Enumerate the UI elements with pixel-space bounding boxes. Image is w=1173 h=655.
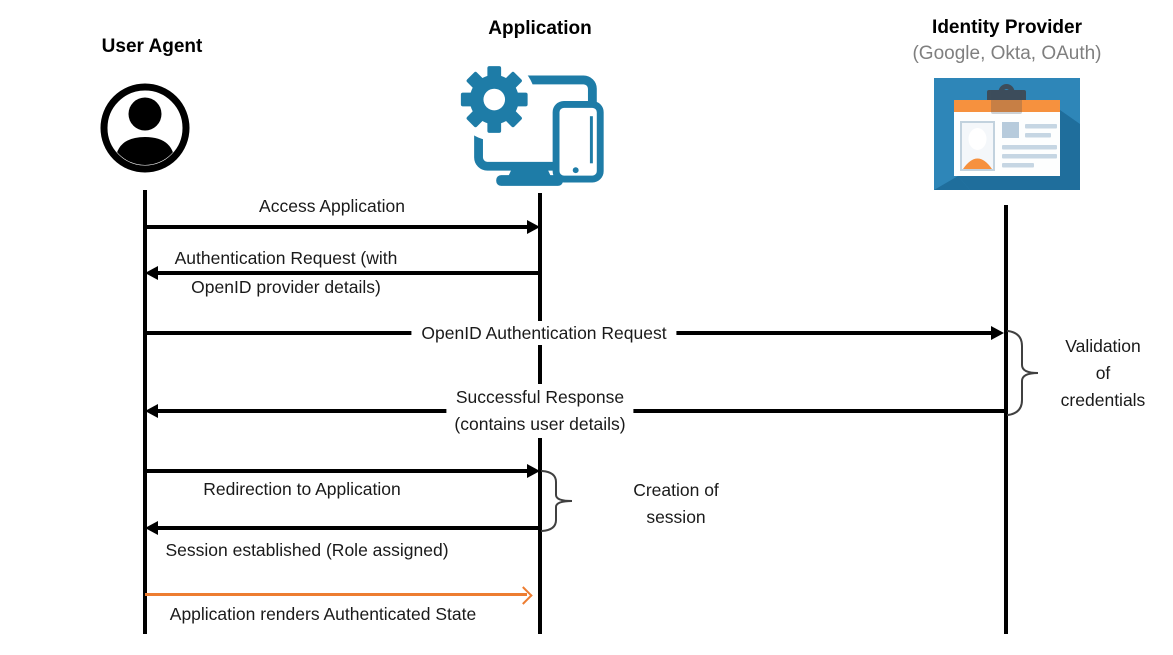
annotation-creation-of-session: Creation of session [633,477,719,531]
arrowhead-left-icon [145,404,158,418]
message-line-application-renders [145,593,527,596]
brace-creation-icon [541,470,573,532]
message-label-application-renders: Application renders Authenticated State [169,604,477,624]
annotation-validation-of-credentials: Validation of credentials [1061,333,1146,414]
message-label-successful-response-line2: (contains user details) [454,414,626,434]
message-label-openid-authentication-request: OpenID Authentication Request [411,321,677,345]
identity-provider-icon [934,78,1080,190]
message-line-authentication-request [158,271,540,275]
message-label-authentication-request-line2: OpenID provider details) [191,277,381,297]
annotation-creation-line1: Creation of [633,480,719,500]
message-label-authentication-request-line1: Authentication Request (with [174,248,398,268]
message-label-successful-response: Successful Response (contains user detai… [446,384,634,438]
orange-chevron-arrowhead-icon [514,586,533,605]
arrowhead-right-icon [527,464,540,478]
actor-title-user-agent: User Agent [101,36,203,57]
user-icon [100,83,190,173]
annotation-creation-line2: session [646,507,706,527]
lifeline-identity-provider [1004,205,1008,634]
actor-title-application: Application [488,18,592,39]
annotation-validation-line3: credentials [1060,390,1146,410]
arrowhead-left-icon [145,266,158,280]
arrowhead-right-icon [991,326,1004,340]
arrowhead-left-icon [145,521,158,535]
brace-validation-icon [1007,330,1039,416]
message-label-session-established: Session established (Role assigned) [165,540,449,560]
arrowhead-right-icon [527,220,540,234]
application-icon [455,62,604,186]
message-label-access-application: Access Application [259,196,405,216]
message-line-redirection-to-application [145,469,529,473]
annotation-validation-line2: of [1095,363,1111,383]
actor-subtitle-identity-provider: (Google, Okta, OAuth) [912,43,1102,64]
message-line-session-established [158,526,540,530]
message-line-access-application [145,225,529,229]
actor-title-identity-provider: Identity Provider [932,17,1082,38]
message-label-redirection-to-application: Redirection to Application [203,479,401,499]
annotation-validation-line1: Validation [1065,336,1141,356]
message-label-successful-response-line1: Successful Response [455,387,625,407]
